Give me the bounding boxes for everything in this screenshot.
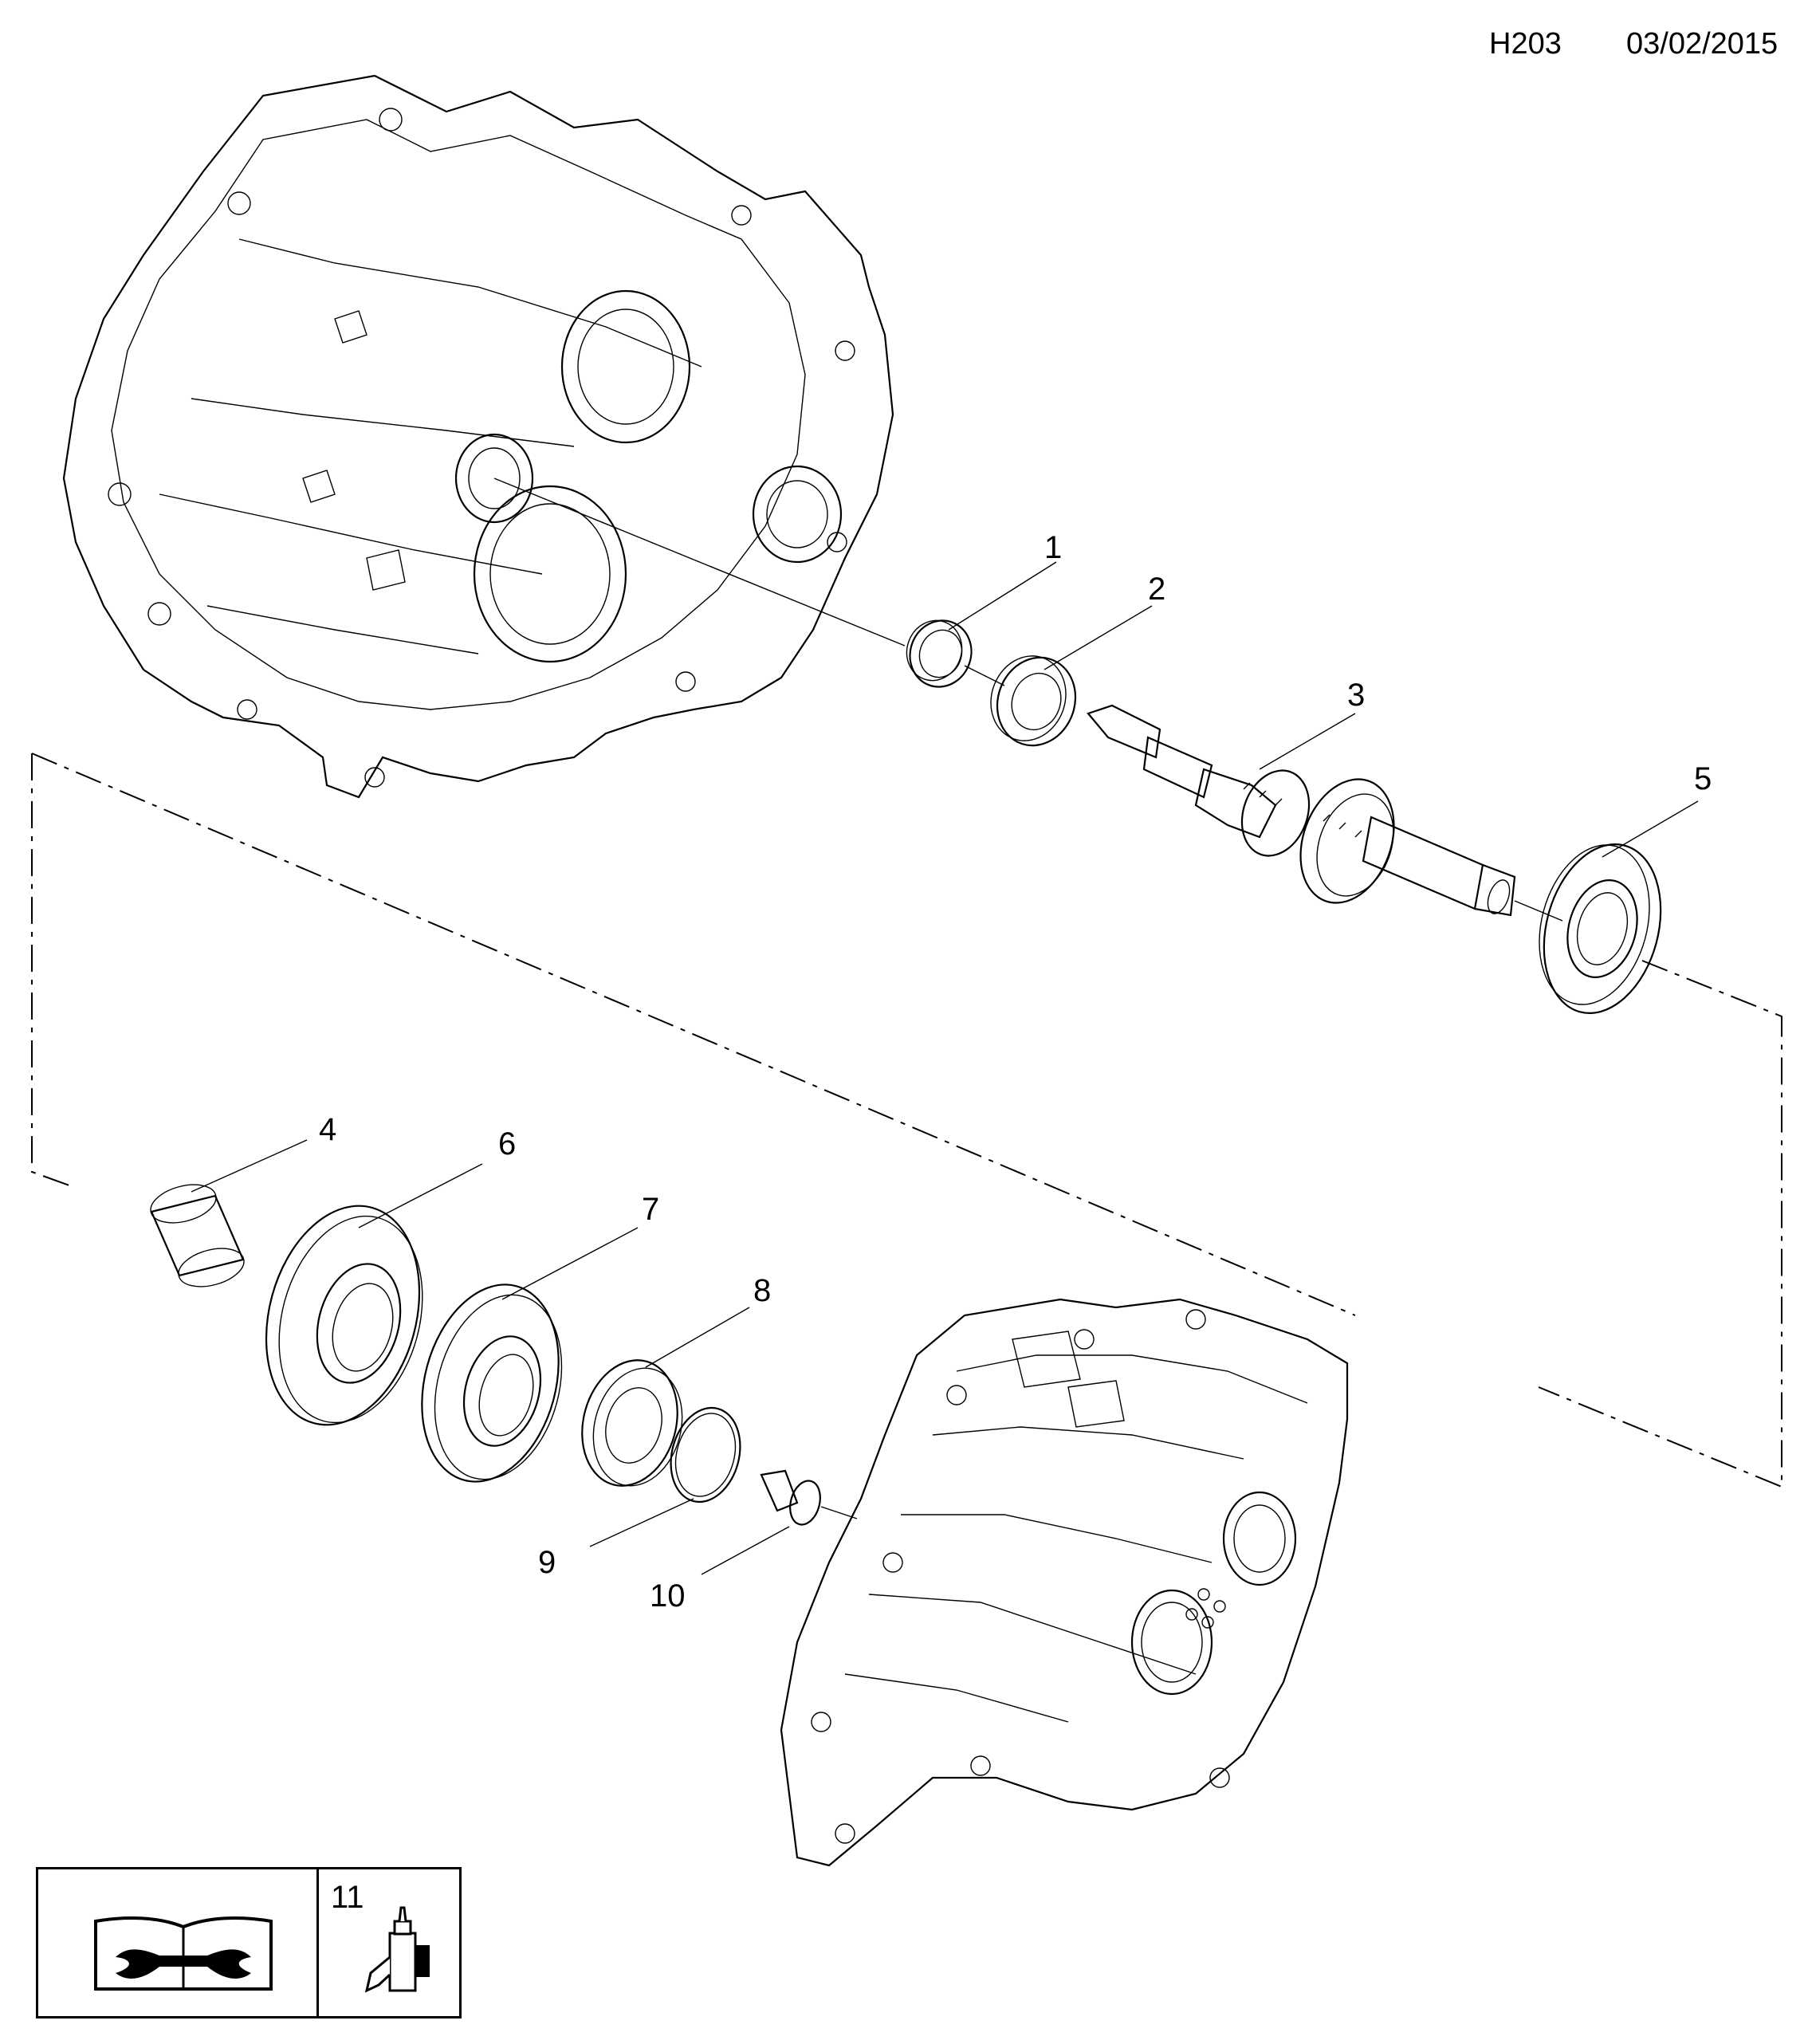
callout-5: 5 [1694, 761, 1712, 796]
leader-lines [191, 561, 1699, 1575]
callout-9: 9 [538, 1545, 556, 1580]
assembly-line [31, 753, 1782, 1488]
callout-6: 6 [498, 1126, 516, 1162]
part-1-seal [906, 619, 973, 688]
part-10-bolt [760, 1469, 821, 1526]
callout-4: 4 [319, 1112, 336, 1147]
diagram-date: 03/02/2015 [1626, 27, 1779, 61]
transmission-case [780, 1298, 1349, 1867]
legend-box [36, 1867, 462, 2018]
callout-1: 1 [1044, 530, 1062, 565]
legend-divider [316, 1867, 319, 2018]
callout-3: 3 [1347, 678, 1365, 713]
axis-line-upper [493, 478, 906, 647]
part-4-sleeve [150, 1184, 245, 1287]
callout-10: 10 [650, 1578, 686, 1614]
diagram-code: H203 [1489, 27, 1562, 61]
legend-item-number: 11 [331, 1880, 364, 1915]
callout-2: 2 [1148, 572, 1165, 607]
part-8-bearing [581, 1359, 683, 1487]
part-6-gear [265, 1205, 423, 1426]
part-5-gear [1539, 843, 1662, 1014]
repair-manual-icon [94, 1916, 273, 1991]
callout-8: 8 [753, 1273, 771, 1308]
part-7-gear [421, 1283, 563, 1483]
part-9-snap-ring [670, 1406, 741, 1504]
assembly-line-diag [31, 753, 1356, 1316]
part-2-bearing [990, 655, 1077, 747]
part-3-input-shaft [1087, 704, 1516, 917]
sealant-bottle-icon [364, 1906, 430, 1993]
callout-7: 7 [642, 1192, 659, 1227]
clutch-housing [62, 74, 894, 799]
